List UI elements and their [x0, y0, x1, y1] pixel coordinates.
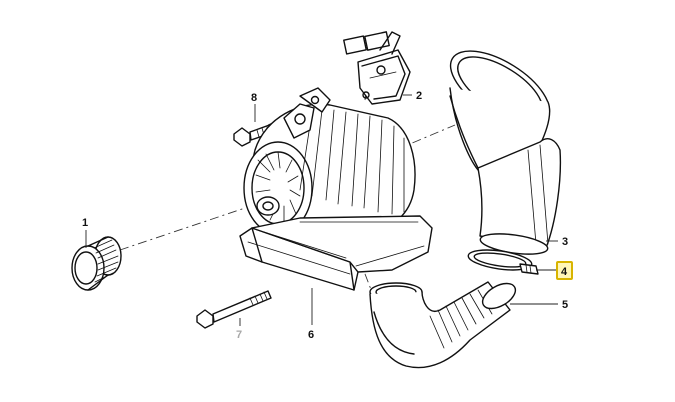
callout-2-label: 2 [416, 90, 422, 102]
part-3-air-intake-hose[interactable] [439, 36, 562, 257]
part-5-bellows-elbow[interactable] [369, 278, 520, 369]
callout-5[interactable]: 5 [562, 299, 568, 311]
part-4-hose-clamp[interactable] [467, 247, 539, 275]
callout-3[interactable]: 3 [562, 236, 568, 248]
callout-1-label: 1 [82, 217, 88, 229]
callout-1[interactable]: 1 [82, 217, 88, 229]
callout-6-label: 6 [308, 329, 314, 341]
alternator[interactable] [243, 87, 416, 235]
callout-4-highlight-box [556, 261, 573, 280]
callout-leaders [85, 94, 558, 326]
callout-2[interactable]: 2 [416, 90, 422, 102]
part-7-long-bolt[interactable] [196, 290, 272, 329]
callout-8[interactable]: 8 [251, 92, 257, 104]
callout-8-label: 8 [251, 92, 257, 104]
part-1-pulley[interactable] [71, 236, 122, 291]
callout-7-label: 7 [236, 329, 242, 341]
callout-3-label: 3 [562, 236, 568, 248]
callout-6[interactable]: 6 [308, 329, 314, 341]
callout-7[interactable]: 7 [236, 329, 242, 341]
callout-4-highlighted[interactable]: 4 [556, 261, 573, 280]
part-6-air-duct-cover[interactable] [239, 215, 433, 291]
callout-5-label: 5 [562, 299, 568, 311]
callout-4-label: 4 [561, 266, 568, 278]
part-2-voltage-regulator[interactable] [343, 31, 411, 105]
